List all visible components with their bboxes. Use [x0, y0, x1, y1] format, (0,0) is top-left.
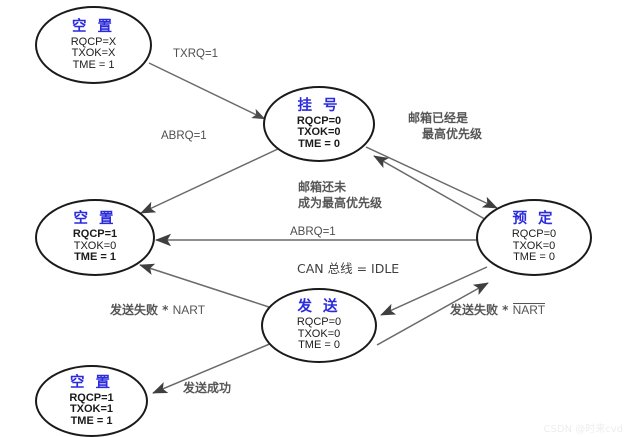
edge-label-signal-overline: NART — [512, 303, 546, 317]
edge-pending-to-scheduled — [365, 146, 498, 209]
node-title: 空 置 — [73, 211, 117, 227]
node-field-txok: TXOK=0 — [297, 327, 341, 340]
edge-label-line-2: 成为最高优先级 — [298, 196, 383, 211]
edge-transmit-to-empty-mid — [139, 263, 273, 309]
node-title: 空 置 — [71, 18, 116, 35]
edge-label-can-bus-idle: CAN 总线 = IDLE — [297, 261, 400, 276]
edge-label-abrq-upper: ABRQ=1 — [161, 130, 207, 142]
node-field-rqcp: RQCP=X — [70, 35, 117, 48]
node-field-tme: TME = 1 — [74, 251, 116, 263]
edge-scheduled-to-transmit — [380, 266, 488, 316]
edge-transmit-to-empty-bottom — [152, 342, 273, 394]
edge-pending-to-empty-mid — [140, 147, 281, 214]
node-field-txok: TXOK=0 — [73, 239, 117, 252]
node-field-rqcp: RQCP=1 — [69, 391, 114, 404]
edge-label-txrq: TXRQ=1 — [173, 48, 219, 60]
node-scheduled[interactable]: 预 定 RQCP=0 TXOK=0 TME = 0 — [476, 199, 592, 276]
node-field-rqcp: RQCP=1 — [72, 228, 118, 240]
node-field-tme: TME = 0 — [298, 137, 340, 150]
edge-label-mailbox-is-highest: 邮箱已经是 最高优先级 — [408, 110, 482, 142]
edge-label-signal: NART — [172, 303, 206, 317]
edge-label-prefix: 发送失败 * — [450, 303, 513, 317]
node-field-txok: TXOK=1 — [69, 403, 114, 415]
node-empty-bottom[interactable]: 空 置 RQCP=1 TXOK=1 TME = 1 — [35, 365, 148, 437]
node-field-txok: TXOK=X — [71, 47, 116, 59]
edge-transmit-to-scheduled — [376, 282, 489, 346]
node-title: 空 置 — [69, 374, 114, 391]
edge-empty-top-to-pending — [148, 62, 266, 120]
node-title: 发 送 — [297, 299, 341, 315]
edge-label-abrq-lower: ABRQ=1 — [290, 226, 336, 238]
node-field-rqcp: RQCP=0 — [296, 114, 342, 127]
edge-label-send-success: 发送成功 — [183, 381, 232, 395]
node-pending[interactable]: 挂 号 RQCP=0 TXOK=0 TME = 0 — [263, 86, 375, 162]
edge-label-mailbox-not-highest: 邮箱还未 成为最高优先级 — [298, 179, 382, 211]
node-field-rqcp: RQCP=0 — [511, 228, 557, 240]
node-title: 挂 号 — [297, 97, 341, 114]
node-field-txok: TXOK=0 — [297, 126, 341, 138]
node-field-tme: TME = 0 — [513, 251, 555, 263]
node-empty-mid[interactable]: 空 置 RQCP=1 TXOK=0 TME = 1 — [35, 199, 155, 276]
watermark: CSDN @时来cvd — [543, 424, 623, 435]
edge-label-line-2: 最高优先级 — [422, 127, 483, 142]
node-title: 预 定 — [512, 211, 556, 227]
node-field-tme: TME = 0 — [298, 339, 340, 351]
edge-label-prefix: 发送失败 * — [110, 303, 173, 317]
node-empty-top[interactable]: 空 置 RQCP=X TXOK=X TME = 1 — [35, 6, 152, 84]
edge-scheduled-to-pending — [373, 155, 491, 223]
node-field-rqcp: RQCP=0 — [296, 316, 342, 328]
node-field-tme: TME = 1 — [70, 414, 113, 427]
node-transmit[interactable]: 发 送 RQCP=0 TXOK=0 TME = 0 — [261, 288, 377, 363]
edge-label-send-fail-nart-left: 发送失败 * NART — [110, 302, 205, 318]
edge-label-line-1: 邮箱已经是 — [408, 111, 469, 125]
node-field-tme: TME = 1 — [72, 58, 115, 71]
node-field-txok: TXOK=0 — [512, 239, 556, 252]
edge-label-line-1: 邮箱还未 — [298, 180, 347, 194]
edge-label-send-fail-nart-right: 发送失败 * NART — [450, 302, 546, 318]
